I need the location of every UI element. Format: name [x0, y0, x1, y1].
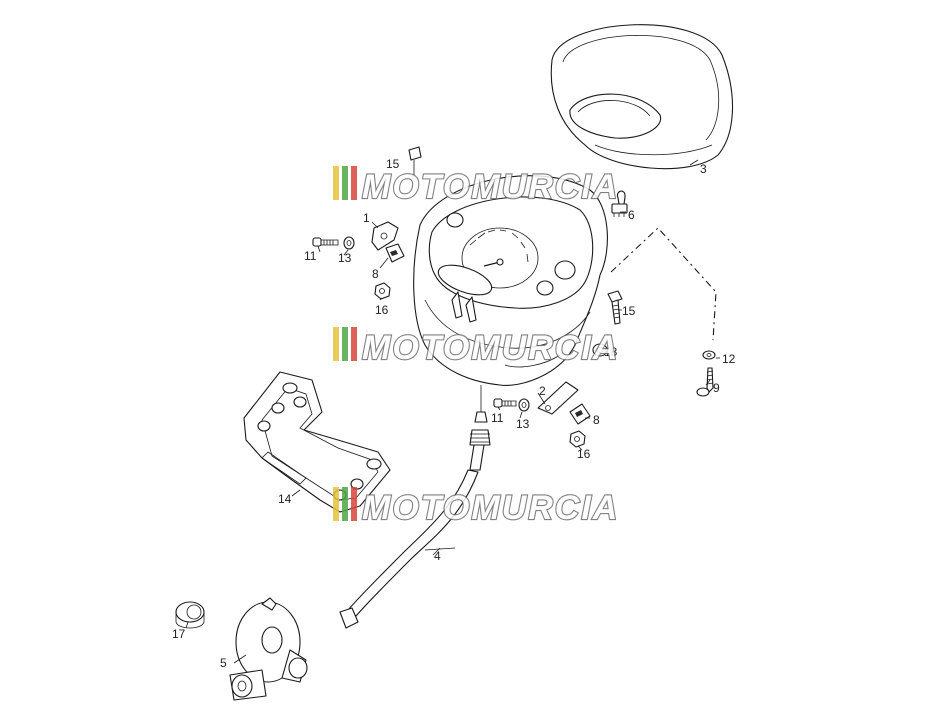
watermark-stripe-yellow — [333, 327, 339, 361]
part-14-rubber-mount — [243, 371, 391, 513]
part-5-speedometer-drive — [229, 597, 308, 701]
callout-13-right: 13 — [516, 417, 530, 431]
part-16-nut-right — [569, 430, 586, 448]
part-15-bolt-top — [408, 146, 422, 175]
callout-14: 14 — [278, 492, 292, 506]
callout-16-right: 16 — [577, 447, 591, 461]
part-2-bracket — [537, 381, 579, 415]
part-18-grommet — [592, 343, 608, 357]
part-13-washer-left — [343, 236, 355, 250]
callout-1: 1 — [363, 211, 370, 225]
leader-line — [610, 227, 717, 341]
part-8-clip-left — [385, 243, 405, 263]
part-6-bulb-socket — [611, 190, 628, 217]
part-16-nut-left — [374, 282, 391, 300]
watermark-stripe-red — [351, 487, 357, 521]
watermark-text: MOTOMURCIA — [362, 168, 619, 206]
callout-17: 17 — [172, 627, 186, 641]
callout-12: 12 — [722, 352, 736, 366]
callout-6: 6 — [628, 208, 635, 222]
watermark-text: MOTOMURCIA — [362, 329, 619, 367]
instrument-cluster — [413, 175, 608, 386]
callout-16-left: 16 — [375, 303, 389, 317]
callout-4: 4 — [434, 549, 441, 563]
callout-15-right: 15 — [622, 304, 636, 318]
part-15-bolt-right — [607, 290, 623, 325]
callout-18: 18 — [604, 345, 618, 359]
callout-13-left: 13 — [338, 251, 352, 265]
callout-2: 2 — [539, 384, 546, 398]
watermark-stripe-green — [342, 487, 348, 521]
callout-8-left: 8 — [372, 267, 379, 281]
callout-3: 3 — [700, 162, 707, 176]
part-3-instrument-cover — [550, 24, 734, 170]
part-17-bushing — [175, 601, 205, 629]
callout-11-left: 11 — [304, 249, 317, 263]
part-13-washer-right — [518, 398, 530, 412]
watermark-stripe-red — [351, 327, 357, 361]
watermark-stripe-green — [342, 166, 348, 200]
watermark-bottom: MOTOMURCIA — [333, 487, 619, 528]
watermark-text: MOTOMURCIA — [362, 489, 619, 527]
part-11-screw-left — [312, 237, 339, 247]
part-9-screw — [696, 367, 714, 397]
callout-15-top: 15 — [386, 157, 400, 171]
part-8-clip-right — [569, 403, 591, 425]
watermark-stripe-red — [351, 166, 357, 200]
part-1-bracket — [371, 221, 399, 251]
watermark-stripe-yellow — [333, 166, 339, 200]
callout-labels: 1 2 3 4 5 6 8 8 9 11 11 12 13 13 14 15 1… — [172, 157, 736, 670]
part-12-washer — [702, 350, 716, 360]
watermark-middle: MOTOMURCIA — [333, 327, 619, 368]
watermark-stripe-green — [342, 327, 348, 361]
callout-leaders — [185, 159, 720, 664]
callout-5: 5 — [220, 656, 227, 670]
part-11-screw-right — [493, 398, 517, 408]
part-4-speedometer-cable — [339, 385, 491, 629]
callout-9: 9 — [713, 381, 720, 395]
watermark-top: MOTOMURCIA — [333, 166, 619, 207]
callout-11-right: 11 — [491, 411, 504, 425]
callout-8-right: 8 — [593, 413, 600, 427]
watermark-stripe-yellow — [333, 487, 339, 521]
